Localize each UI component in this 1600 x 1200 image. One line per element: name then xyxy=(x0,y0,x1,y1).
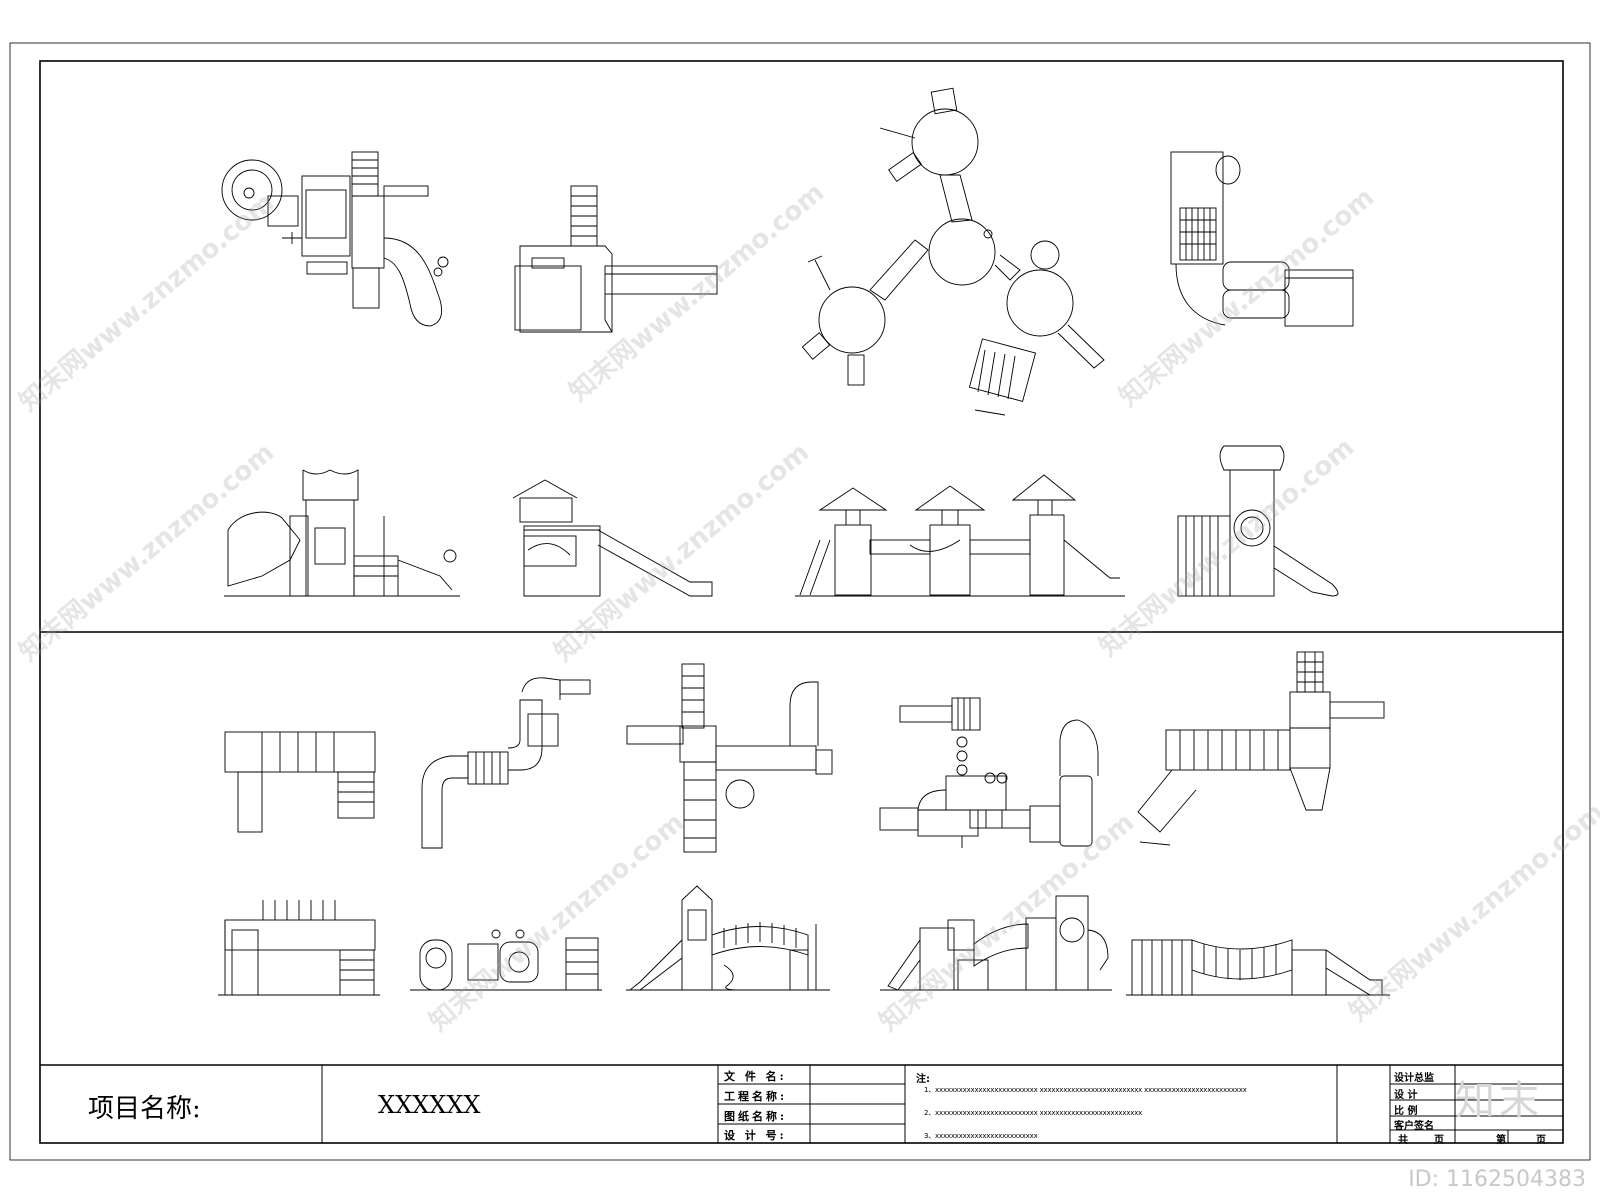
brand-watermark-logo: 知末 xyxy=(1455,1078,1543,1124)
field-project-name: 工程名称: xyxy=(724,1090,788,1103)
playground-3-elevation xyxy=(795,474,1125,597)
playground-5-plan xyxy=(224,731,376,833)
playground-2-plan xyxy=(514,185,718,333)
playground-8-elevation xyxy=(880,895,1112,991)
project-name-value: XXXXXX xyxy=(378,1091,481,1119)
sign-designer: 设 计 xyxy=(1394,1090,1418,1101)
playground-9-elevation xyxy=(1126,939,1390,996)
playground-3-plan xyxy=(801,87,1105,416)
playground-7-elevation xyxy=(626,885,830,991)
sign-scale: 比 例 xyxy=(1394,1106,1418,1117)
playground-1-plan xyxy=(221,151,449,327)
sign-client: 客户签名 xyxy=(1394,1121,1434,1132)
page-total-label: 共 xyxy=(1398,1135,1408,1146)
inner-frame xyxy=(39,60,1564,1144)
playground-6-elevation xyxy=(410,929,602,991)
field-file-name: 文 件 名: xyxy=(724,1070,787,1083)
playground-4-plan xyxy=(1170,151,1354,327)
note-3: 3、xxxxxxxxxxxxxxxxxxxxxxxxxx xyxy=(924,1132,1038,1140)
page-unit-current: 页 xyxy=(1536,1135,1546,1146)
project-name-label: 项目名称: xyxy=(88,1094,201,1124)
notes-heading: 注: xyxy=(916,1074,930,1085)
playground-6-plan xyxy=(421,677,591,849)
playground-7-plan xyxy=(626,663,833,853)
note-1: 1、xxxxxxxxxxxxxxxxxxxxxxxxxx xxxxxxxxxxx… xyxy=(924,1086,1247,1094)
outer-border xyxy=(9,42,1591,1161)
playground-5-elevation xyxy=(218,900,380,996)
sign-design-director: 设计总监 xyxy=(1394,1073,1434,1084)
field-drawing-name: 图纸名称: xyxy=(724,1110,788,1123)
page-current-label: 第 xyxy=(1496,1135,1506,1146)
page-unit-total: 页 xyxy=(1434,1135,1444,1146)
playground-2-elevation xyxy=(512,479,713,597)
playground-9-plan xyxy=(1137,651,1385,846)
playground-1-elevation xyxy=(224,469,460,597)
image-id-stamp: ID: 1162504383 xyxy=(1408,1167,1586,1192)
playground-8-plan xyxy=(879,697,1099,848)
playground-4-elevation xyxy=(1177,445,1339,597)
note-2: 2、xxxxxxxxxxxxxxxxxxxxxxxxxx xxxxxxxxxxx… xyxy=(924,1109,1143,1117)
field-design-number: 设 计 号: xyxy=(724,1129,787,1142)
